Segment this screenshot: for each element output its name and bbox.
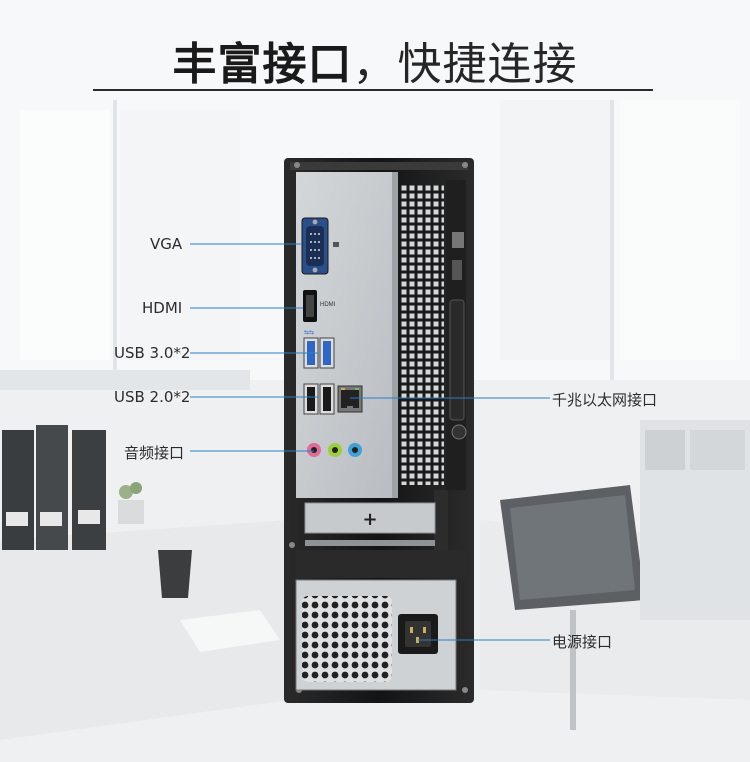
svg-text:⇆⇆: ⇆⇆	[304, 329, 314, 336]
power-label: 电源接口	[552, 633, 613, 651]
power-socket-icon	[398, 614, 438, 654]
heading-underline	[93, 89, 653, 91]
heading-light-part: 快捷连接	[397, 39, 578, 90]
usb2-port-icon	[303, 383, 335, 415]
hdmi-label: HDMI	[142, 299, 183, 317]
expansion-slot-cover	[304, 502, 436, 534]
callout-lines	[190, 243, 550, 641]
audio-label: 音频接口	[124, 444, 185, 462]
hdmi-port-icon: HDMI	[303, 290, 336, 322]
heading-comma: ，	[352, 39, 398, 90]
case-screw-icon	[462, 687, 468, 693]
plus-icon: +	[362, 509, 377, 530]
vga-port-icon	[301, 217, 339, 275]
usb3-label: USB 3.0*2	[114, 344, 191, 362]
binders-decoration	[2, 425, 106, 550]
audio-jacks-icon	[307, 443, 362, 457]
ethernet-port-icon	[337, 385, 363, 413]
psu-fan-grille	[302, 596, 392, 682]
case-screw-icon	[462, 162, 468, 168]
chair-decoration	[500, 485, 645, 730]
hdmi-case-marking: HDMI	[320, 302, 336, 308]
page-heading: 丰富接口，快捷连接	[0, 28, 750, 92]
case-screw-icon	[294, 162, 300, 168]
heading-bold-part: 丰富接口	[172, 39, 353, 90]
vent-grille	[400, 185, 444, 485]
ethernet-label: 千兆以太网接口	[552, 391, 658, 409]
usb2-label: USB 2.0*2	[114, 388, 191, 406]
vga-label: VGA	[150, 235, 183, 253]
case-screw-icon	[289, 542, 295, 548]
